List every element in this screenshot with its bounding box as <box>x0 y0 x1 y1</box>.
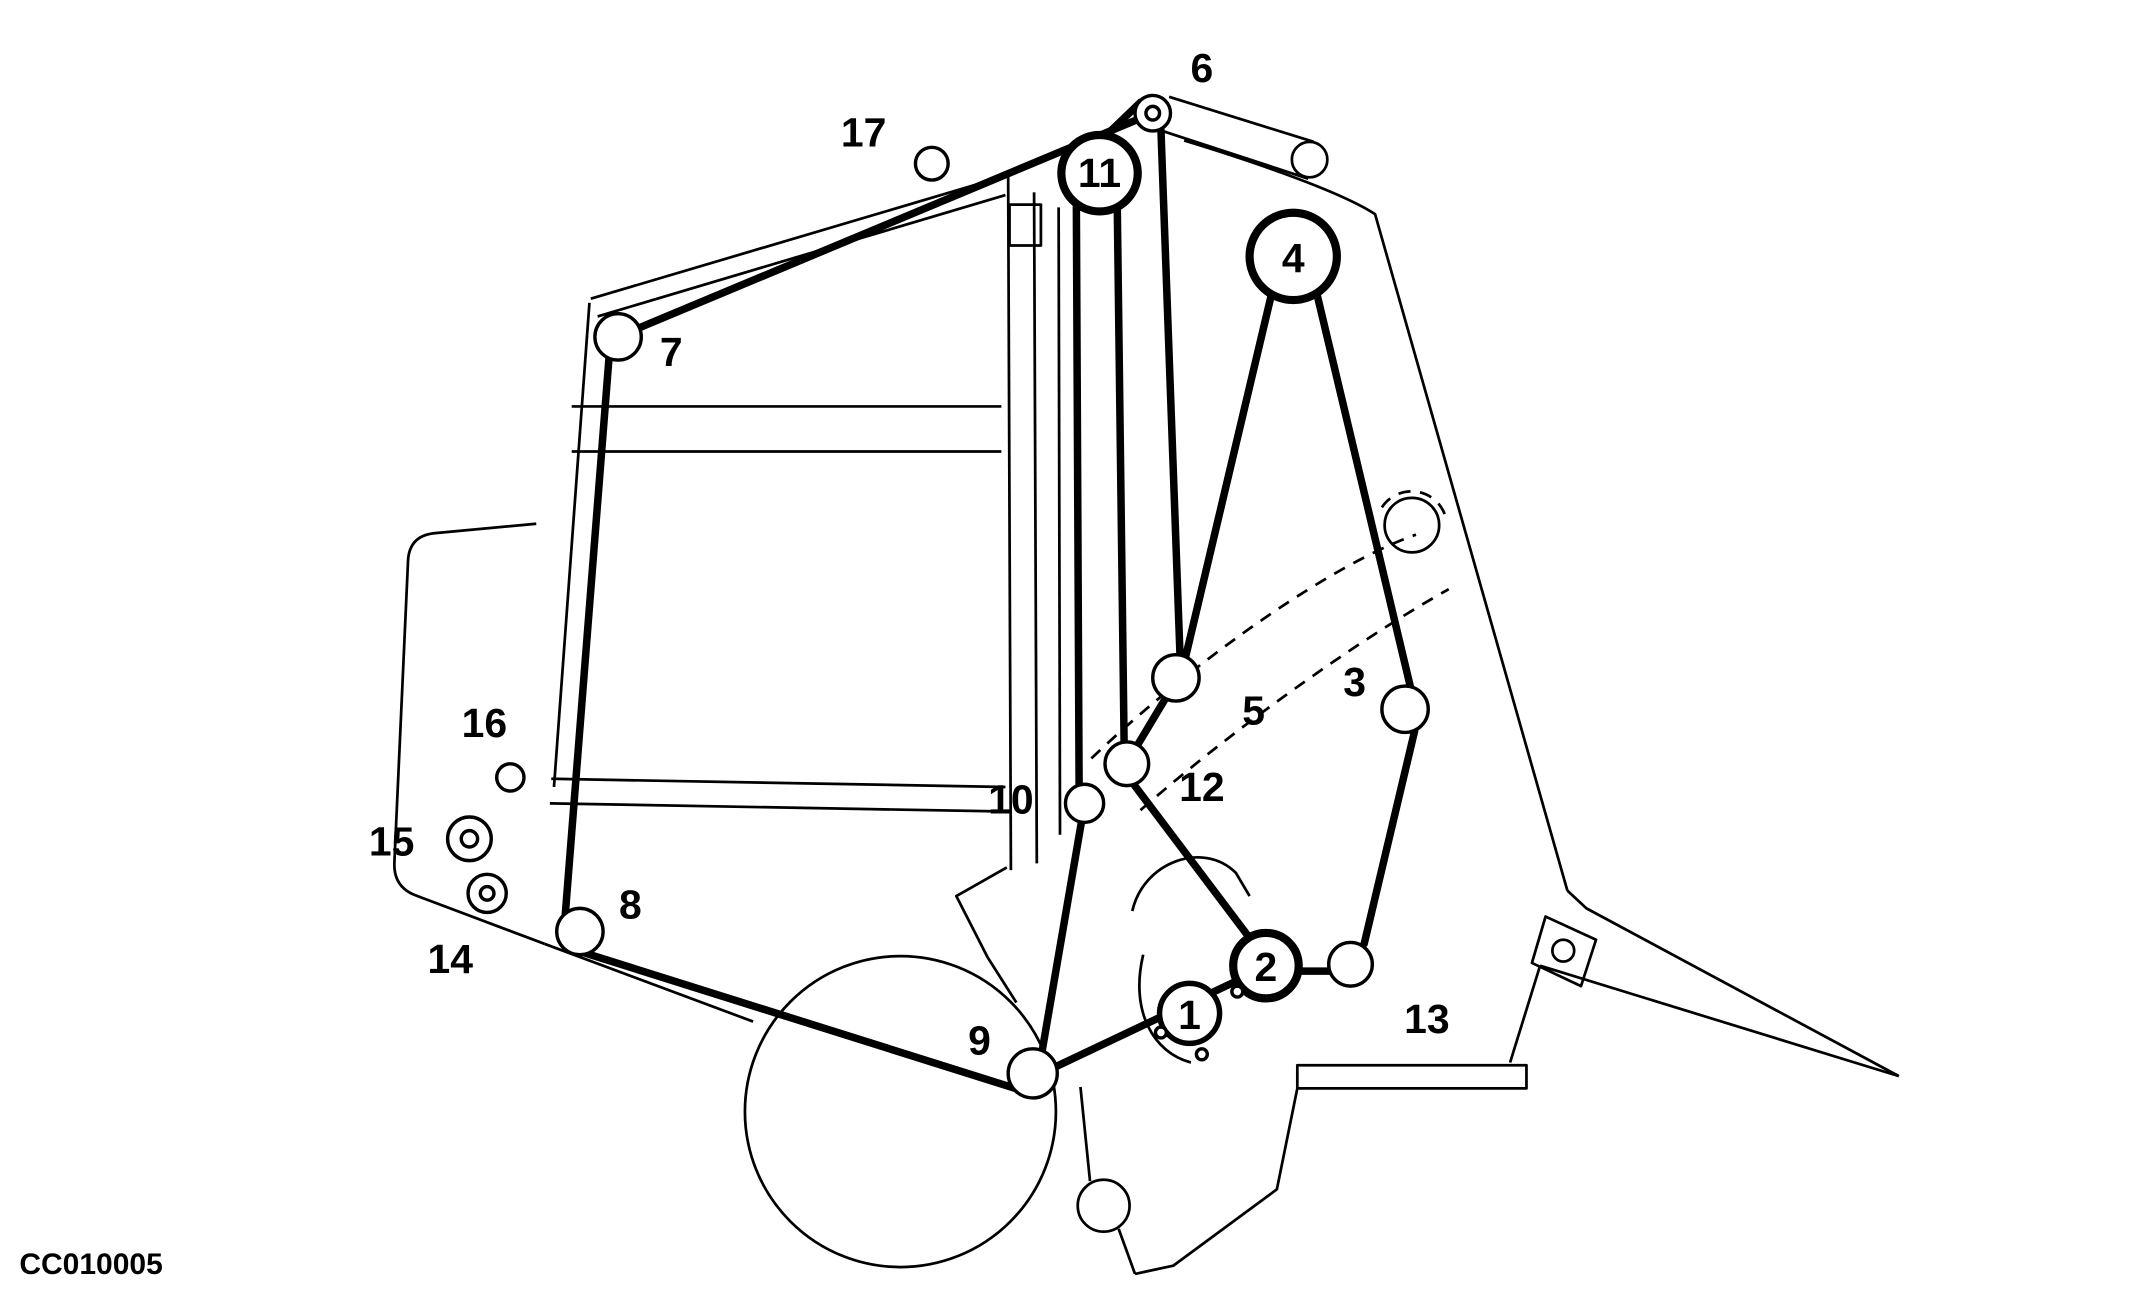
pulley-2 <box>1229 928 1303 1003</box>
pulley-11 <box>1057 130 1142 216</box>
bolt-circle-b <box>1153 1025 1169 1040</box>
belt-4-to-3 <box>1312 288 1415 692</box>
lower-frame-join <box>1117 1228 1137 1275</box>
lower-frame-left <box>1079 1086 1092 1182</box>
hidden-roller <box>1383 496 1441 554</box>
callout-17: 17 <box>841 109 887 155</box>
callout-8: 8 <box>619 881 642 927</box>
frame-bracket <box>1008 203 1043 247</box>
pulley-5 <box>1151 652 1201 703</box>
belt-9-to-10 <box>1038 815 1086 1054</box>
belt-6-to-5 <box>1157 125 1184 660</box>
center-notch <box>954 866 1008 959</box>
idler-16 <box>494 762 526 793</box>
belt-7-to-8 <box>561 342 614 924</box>
belt-12-to-11 <box>1113 203 1128 746</box>
belt-path <box>561 98 1419 1098</box>
left-panel-outline <box>393 522 545 946</box>
panel-rail-2b <box>549 801 1006 813</box>
bolt-circle-a <box>1230 984 1245 999</box>
pulley-7 <box>593 311 643 362</box>
bale-circle <box>743 954 1058 1269</box>
panel-top-edge-1 <box>590 174 1006 301</box>
figure-code: CC010005 <box>19 1248 162 1281</box>
pulley-17 <box>913 145 950 182</box>
hitch-lower <box>1539 964 1900 1078</box>
callout-10: 10 <box>988 776 1034 822</box>
body-right-edge <box>1183 139 1569 892</box>
panel-rail-2a <box>551 777 1006 789</box>
hitch-pin <box>1551 938 1576 963</box>
machine-outline <box>393 95 1900 1276</box>
frame-vertical-2 <box>1032 192 1039 864</box>
idler-14-inner <box>478 884 496 902</box>
callout-12: 12 <box>1179 764 1225 810</box>
frame-vertical-3 <box>1057 207 1062 835</box>
callout-1: 1 <box>1178 992 1201 1038</box>
callout-11: 11 <box>1078 150 1121 196</box>
pulley-13 <box>1326 940 1375 988</box>
bottom-roller <box>1076 1178 1131 1233</box>
tension-arm-lower <box>1161 129 1309 180</box>
callout-9: 9 <box>968 1018 991 1064</box>
pulleys <box>445 93 1430 1100</box>
belt-12-to-2 <box>1129 780 1255 944</box>
left-bottom-edge <box>543 942 754 1023</box>
callout-4: 4 <box>1282 235 1305 281</box>
callout-7: 7 <box>660 329 683 375</box>
panel-left-edge <box>552 302 591 788</box>
pulley-1 <box>1156 980 1223 1047</box>
callouts: 1 2 3 4 5 6 7 8 9 10 11 12 13 14 15 16 1… <box>369 45 1450 1063</box>
belt-8-to-9 <box>569 945 1037 1098</box>
drive-mount-upper <box>1130 856 1251 912</box>
bolt-circle-c <box>1194 1047 1210 1062</box>
hidden-roller-dashed-arc <box>1380 489 1448 519</box>
pulley-8 <box>555 906 605 957</box>
callout-15: 15 <box>369 819 415 865</box>
callout-3: 3 <box>1343 659 1366 705</box>
pulley-3 <box>1380 684 1430 735</box>
pulley-12 <box>1103 740 1151 788</box>
hitch-bracket <box>1530 915 1598 988</box>
pulley-10 <box>1063 782 1106 825</box>
callout-16: 16 <box>462 700 508 746</box>
bottom-bar <box>1295 1063 1528 1090</box>
body-lower-right-edge <box>1508 965 1542 1063</box>
arm-to-roller-9 <box>986 956 1018 1004</box>
callout-14: 14 <box>428 936 474 982</box>
panel-top-edge-2 <box>597 193 1006 318</box>
idler-15-inner <box>459 828 480 849</box>
pulley-9 <box>1006 1047 1059 1100</box>
tension-arm-upper <box>1168 95 1315 144</box>
belt-3-to-13 <box>1360 727 1419 948</box>
callout-2: 2 <box>1255 944 1278 990</box>
pulley-4 <box>1245 208 1341 305</box>
hitch-upper <box>1566 889 1900 1078</box>
belt-5-to-4 <box>1181 290 1276 662</box>
tension-arm-end-roller <box>1290 140 1329 179</box>
pulley-6-inner <box>1144 104 1162 122</box>
lower-frame-right <box>1134 1088 1299 1276</box>
callout-5: 5 <box>1242 688 1265 734</box>
callout-13: 13 <box>1404 996 1450 1042</box>
belt-10-to-11 <box>1072 203 1083 789</box>
belt-5-to-12 <box>1133 693 1171 749</box>
frame-vertical-1 <box>1006 175 1013 871</box>
callout-6: 6 <box>1190 45 1213 91</box>
